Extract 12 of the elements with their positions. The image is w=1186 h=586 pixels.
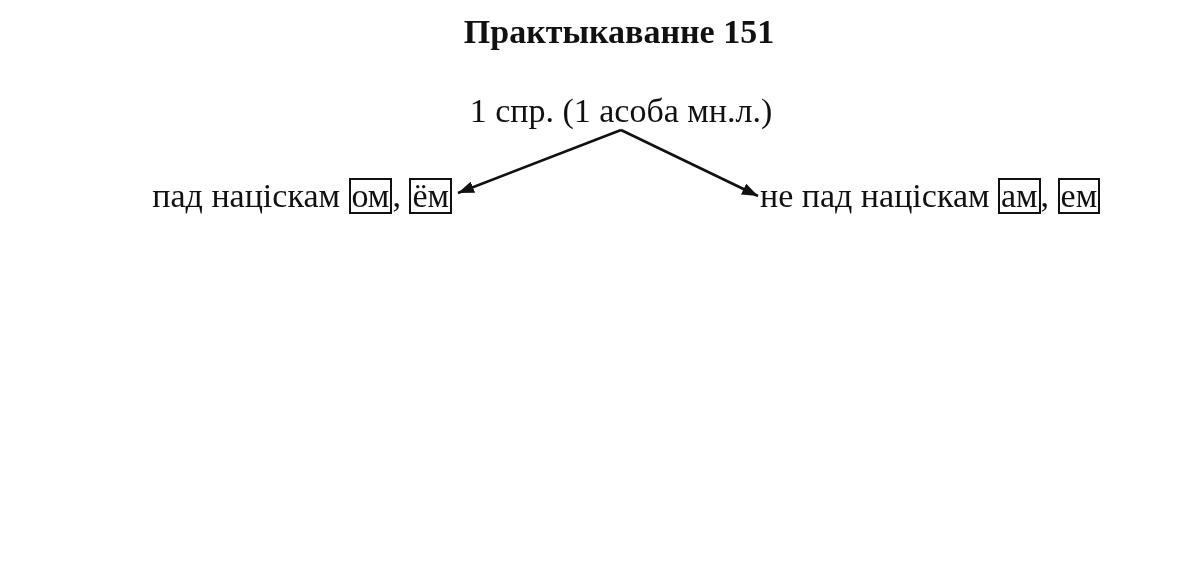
arrow — [457, 128, 622, 195]
comma: , — [392, 177, 401, 215]
comma: , — [1040, 177, 1050, 215]
category-label: 1 спр. (1 асоба мн.л.) — [469, 92, 773, 130]
ending-box: ам — [998, 178, 1041, 214]
ending-box: ом — [348, 178, 393, 214]
title: Практыкаванне 151 — [463, 13, 775, 51]
ending-box: ём — [409, 178, 452, 214]
arrow — [620, 128, 759, 198]
condition-label: пад націскам — [152, 177, 340, 215]
ending-box: ем — [1057, 178, 1101, 214]
condition-label: не пад націскам — [760, 177, 990, 215]
